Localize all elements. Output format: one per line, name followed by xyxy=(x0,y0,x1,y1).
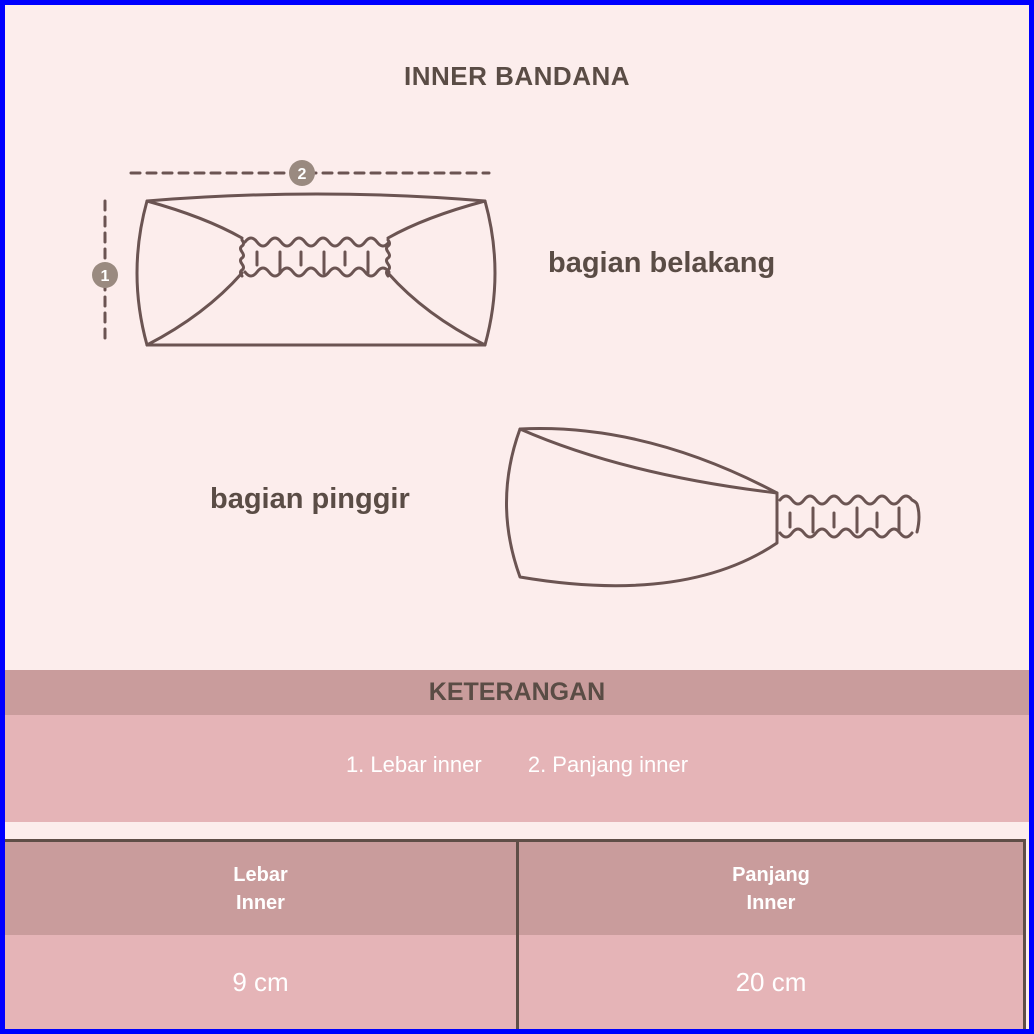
side-view-label: bagian pinggir xyxy=(210,483,410,515)
marker-1: 1 xyxy=(92,262,118,288)
header-line: Inner xyxy=(746,891,796,914)
legend-body: 1. Lebar inner 2. Panjang inner xyxy=(5,715,1029,822)
marker-2-label: 2 xyxy=(298,166,307,183)
side-view-drawing xyxy=(505,427,921,588)
page-title: INNER BANDANA xyxy=(403,61,631,91)
bandana-diagram: 2 1 xyxy=(92,160,921,588)
legend-item: 2. Panjang inner xyxy=(527,752,689,777)
back-view-label: bagian belakang xyxy=(548,247,776,279)
marker-2: 2 xyxy=(289,160,315,186)
table-cell: 20 cm xyxy=(519,935,1023,1029)
header-line: Inner xyxy=(236,891,285,914)
header-line: Panjang xyxy=(732,863,810,886)
header-line: Lebar xyxy=(233,863,288,886)
size-chart-canvas: INNER BANDANA xyxy=(5,5,1029,1029)
legend-heading: KETERANGAN xyxy=(5,670,1029,715)
back-view-drawing xyxy=(135,192,497,347)
table-cell: 9 cm xyxy=(5,935,516,1029)
marker-1-label: 1 xyxy=(101,268,110,285)
legend-item: 1. Lebar inner xyxy=(345,752,482,777)
